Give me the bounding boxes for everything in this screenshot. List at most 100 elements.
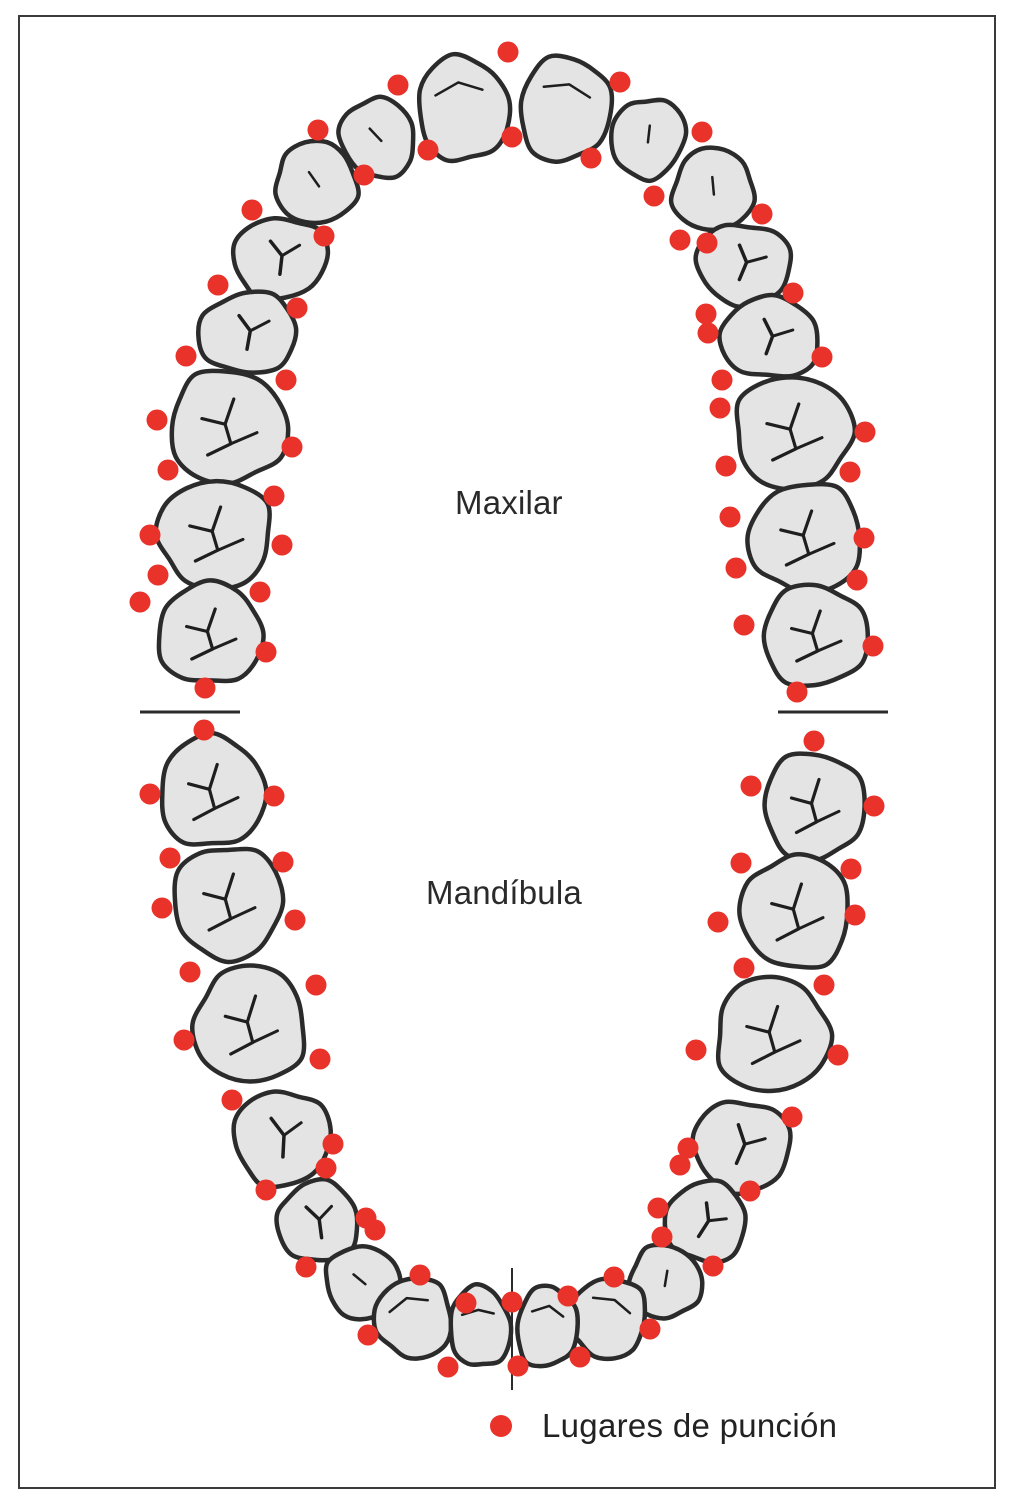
red-dot-icon [308,120,329,141]
tooth-molar [156,481,270,589]
red-dot-icon [147,410,168,431]
red-dot-icon [670,1155,691,1176]
tooth-canine [671,148,755,230]
tooth-molar [764,585,868,686]
lower-arch [162,733,864,1366]
red-dot-icon [804,731,825,752]
tooth-premolar [198,292,296,373]
red-dot-icon [604,1267,625,1288]
tooth-outline-icon [198,292,296,373]
tooth-molar [175,849,284,962]
red-dot-icon [285,910,306,931]
red-dot-icon [703,1256,724,1277]
red-dot-icon [282,437,303,458]
red-dot-icon [273,852,294,873]
red-dot-icon [716,456,737,477]
red-dot-icon [502,127,523,148]
red-dot-icon [174,1030,195,1051]
red-dot-icon [456,1293,477,1314]
red-dot-icon [864,796,885,817]
red-dot-icon [734,958,755,979]
red-dot-icon [296,1257,317,1278]
red-dot-icon [686,1040,707,1061]
tooth-outline-icon [718,977,832,1091]
tooth-molar [162,733,266,844]
red-dot-icon [208,275,229,296]
red-dot-icon [152,898,173,919]
red-dot-icon [741,776,762,797]
red-dot-icon [242,200,263,221]
red-dot-icon [365,1220,386,1241]
legend: Lugares de punción [490,1402,837,1450]
red-dot-icon [708,912,729,933]
red-dot-icon [863,636,884,657]
red-dot-icon [148,565,169,586]
red-dot-icon [195,678,216,699]
red-dot-icon [287,298,308,319]
red-dot-icon [410,1265,431,1286]
red-dot-icon [782,1107,803,1128]
red-dot-icon [160,848,181,869]
red-dot-icon [697,233,718,254]
red-dot-icon [508,1356,529,1377]
red-dot-icon [812,347,833,368]
tooth-outline-icon [172,371,288,484]
red-dot-icon [783,283,804,304]
red-dot-icon [158,460,179,481]
red-dot-icon [698,323,719,344]
red-dot-icon [314,226,335,247]
red-dot-icon [692,122,713,143]
red-dot-icon [752,204,773,225]
tooth-fissure [709,1219,727,1221]
red-dot-icon [841,859,862,880]
red-dot-icon [670,230,691,251]
red-dot-icon [610,72,631,93]
red-dot-icon [438,1357,459,1378]
red-dot-icon [570,1347,591,1368]
tooth-outline-icon [175,849,284,962]
red-dot-icon [180,962,201,983]
red-dot-icon [710,398,731,419]
tooth-molar [159,580,264,681]
red-dot-icon [323,1134,344,1155]
red-dot-icon [787,682,808,703]
red-dot-icon [840,462,861,483]
red-dot-icon [845,905,866,926]
red-dot-icon [847,570,868,591]
tooth-canine [611,100,686,181]
red-dot-icon [176,346,197,367]
tooth-fissure [712,177,714,194]
red-dot-icon [652,1227,673,1248]
tooth-molar [739,854,847,967]
red-dot-icon [740,1181,761,1202]
red-dot-icon [222,1090,243,1111]
tooth-molar [737,377,855,489]
red-dot-icon [140,784,161,805]
red-dot-icon [310,1049,331,1070]
tooth-molar [192,965,304,1081]
red-dot-icon [720,507,741,528]
red-dot-icon [581,148,602,169]
red-dot-icon [264,486,285,507]
red-dot-icon [256,642,277,663]
red-dot-icon [731,853,752,874]
red-dot-icon [490,1415,512,1437]
red-dot-icon [358,1325,379,1346]
tooth-outline-icon [159,580,264,681]
red-dot-icon [498,42,519,63]
red-dot-icon [316,1158,337,1179]
red-dot-icon [272,535,293,556]
red-dot-icon [264,786,285,807]
red-dot-icon [696,304,717,325]
red-dot-icon [558,1286,579,1307]
red-dot-icon [354,165,375,186]
red-dot-icon [140,525,161,546]
red-dot-icon [828,1045,849,1066]
lower-jaw-label: Mandíbula [426,874,582,912]
red-dot-icon [502,1292,523,1313]
red-dot-icon [256,1180,277,1201]
tooth-molar [172,371,288,484]
tooth-outline-icon [162,733,266,844]
tooth-outline-icon [374,1278,451,1358]
